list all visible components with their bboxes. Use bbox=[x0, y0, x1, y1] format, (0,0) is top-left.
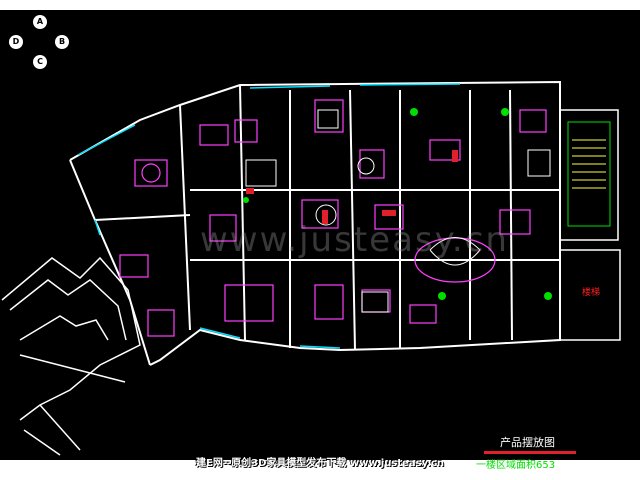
plan-title: 产品摆放图 bbox=[500, 436, 555, 449]
green-markers bbox=[243, 108, 552, 300]
title-underline bbox=[484, 451, 576, 454]
compass-label-north: A bbox=[36, 17, 44, 26]
compass-label-east: B bbox=[58, 37, 66, 46]
staircase bbox=[559, 109, 621, 341]
compass-rose bbox=[9, 15, 69, 69]
red-accents bbox=[246, 150, 458, 224]
furniture-details bbox=[245, 109, 551, 313]
furniture-layout bbox=[119, 99, 547, 337]
window-glazing bbox=[77, 83, 461, 349]
footer-banner: 建E网--原创3D家具模型发布下载 www.justeasy.cn bbox=[196, 458, 444, 469]
area-label: 一楼区域面积653 bbox=[476, 460, 556, 471]
area-unit: m² bbox=[555, 460, 570, 471]
area-caption: 一楼区域面积653m² bbox=[476, 456, 570, 471]
plan-title-block: 产品摆放图 一楼区域面积653m² bbox=[476, 434, 596, 471]
main-building-walls bbox=[69, 80, 561, 366]
compass-label-west: D bbox=[12, 37, 20, 46]
left-annex-walls bbox=[1, 256, 141, 456]
stair-label: 楼梯 bbox=[582, 288, 601, 298]
floor-plan-drawing bbox=[1, 15, 621, 456]
floor-plan-canvas: A B C D www.justeasy.cn 楼梯 产品摆放图 一楼区域面积6… bbox=[0, 10, 640, 471]
compass-label-south: C bbox=[37, 57, 43, 66]
